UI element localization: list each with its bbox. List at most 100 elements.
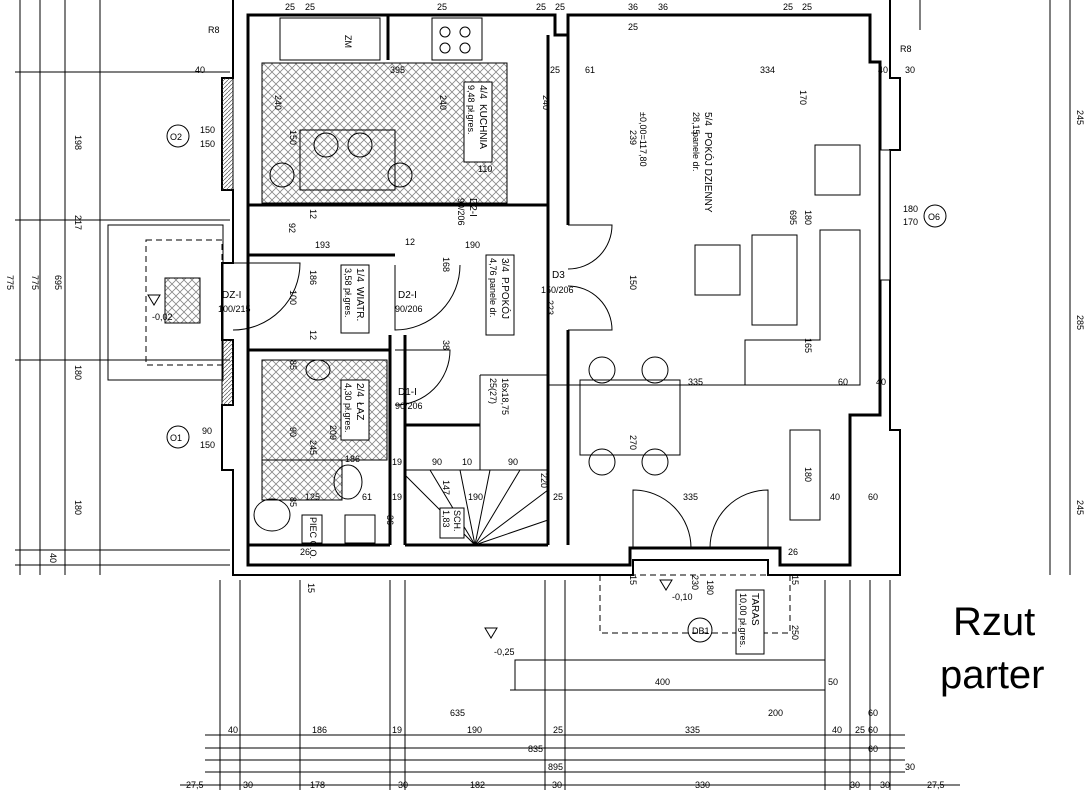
- door-swings: [232, 224, 769, 549]
- svg-text:895: 895: [548, 762, 563, 772]
- svg-text:-0,25: -0,25: [494, 647, 515, 657]
- dims-top: 25 25 25 25 25 36 25 36 25 25 R8 R8 40 3…: [195, 2, 915, 75]
- svg-text:180: 180: [73, 365, 83, 380]
- svg-text:O6: O6: [928, 212, 940, 222]
- stairs-label: 16x18,75 25(27): [488, 378, 510, 415]
- svg-text:150: 150: [200, 139, 215, 149]
- svg-text:40: 40: [876, 377, 886, 387]
- svg-text:330: 330: [695, 780, 710, 790]
- svg-text:40: 40: [830, 492, 840, 502]
- svg-text:4,30 pł.gres.: 4,30 pł.gres.: [343, 383, 353, 433]
- svg-text:90/206: 90/206: [395, 304, 423, 314]
- svg-text:25: 25: [550, 65, 560, 75]
- svg-text:36: 36: [385, 515, 395, 525]
- svg-text:220: 220: [539, 473, 549, 488]
- door-tag-db1: DB1: [687, 617, 713, 643]
- svg-text:36: 36: [658, 2, 668, 12]
- svg-text:PIEC C.O.: PIEC C.O.: [308, 517, 318, 559]
- stairs: [404, 469, 549, 546]
- dimension-lines: [15, 0, 1071, 790]
- door-tag-d3: D3 150/206: [541, 270, 574, 295]
- room-label-living: 5/4 POKÓJ DZIENNY 28,15 panele dr. ±0,00…: [638, 112, 715, 213]
- svg-text:180: 180: [803, 210, 813, 225]
- door-tag-d2-hall: D2-I 90/206: [395, 290, 423, 314]
- svg-text:10,00 pł.gres.: 10,00 pł.gres.: [738, 593, 748, 648]
- svg-text:60: 60: [868, 492, 878, 502]
- svg-text:180: 180: [73, 500, 83, 515]
- svg-text:695: 695: [788, 210, 798, 225]
- svg-text:±0,00=117,80: ±0,00=117,80: [638, 112, 648, 167]
- svg-text:-0,10: -0,10: [672, 592, 693, 602]
- window-tag-o1: O1 90 150: [166, 425, 215, 450]
- svg-text:90/206: 90/206: [395, 401, 423, 411]
- svg-text:40: 40: [195, 65, 205, 75]
- room-label-kitchen: 4/4 KUCHNIA 9,48 pł.gres.: [463, 81, 493, 163]
- svg-text:190: 190: [468, 492, 483, 502]
- svg-text:90: 90: [432, 457, 442, 467]
- svg-text:27,5: 27,5: [186, 780, 204, 790]
- svg-text:25: 25: [536, 2, 546, 12]
- svg-text:835: 835: [528, 744, 543, 754]
- fixture-label-piec: PIEC C.O.: [301, 514, 323, 559]
- svg-text:60: 60: [868, 708, 878, 718]
- svg-text:15: 15: [306, 583, 316, 593]
- svg-text:186: 186: [345, 454, 360, 464]
- svg-text:270: 270: [628, 435, 638, 450]
- svg-text:190: 190: [465, 240, 480, 250]
- door-tag-d1: D1-I 90/206: [395, 387, 423, 411]
- svg-text:240: 240: [438, 95, 448, 110]
- svg-text:DB1: DB1: [692, 626, 710, 636]
- svg-text:10: 10: [462, 457, 472, 467]
- svg-text:239: 239: [628, 130, 638, 145]
- svg-text:12: 12: [308, 209, 318, 219]
- svg-text:D2-I: D2-I: [398, 290, 417, 301]
- svg-text:245: 245: [1075, 500, 1085, 515]
- svg-text:12: 12: [405, 237, 415, 247]
- svg-text:150: 150: [628, 275, 638, 290]
- svg-text:16x18,75: 16x18,75: [500, 378, 510, 415]
- svg-text:15: 15: [628, 575, 638, 585]
- svg-text:240: 240: [541, 95, 551, 110]
- svg-text:19: 19: [392, 725, 402, 735]
- svg-text:198: 198: [73, 135, 83, 150]
- svg-text:186: 186: [308, 270, 318, 285]
- svg-text:4/4: 4/4: [477, 85, 488, 99]
- svg-text:168: 168: [441, 257, 451, 272]
- svg-text:178: 178: [310, 780, 325, 790]
- svg-text:9,48 pł.gres.: 9,48 pł.gres.: [466, 85, 476, 135]
- svg-text:61: 61: [362, 492, 372, 502]
- door-tag-d2-kitchen: D2-I 90/206: [456, 198, 478, 226]
- svg-text:217: 217: [73, 215, 83, 230]
- svg-text:60: 60: [868, 725, 878, 735]
- svg-text:R8: R8: [208, 25, 220, 35]
- svg-text:335: 335: [685, 725, 700, 735]
- level-mark-terrace: -0,10: [659, 579, 693, 602]
- svg-text:15: 15: [790, 575, 800, 585]
- svg-text:25: 25: [285, 2, 295, 12]
- svg-text:2/4: 2/4: [354, 383, 365, 397]
- svg-text:40: 40: [228, 725, 238, 735]
- bathroom-fixtures: [253, 359, 376, 544]
- svg-text:92: 92: [287, 223, 297, 233]
- svg-text:12: 12: [308, 330, 318, 340]
- svg-text:30: 30: [398, 780, 408, 790]
- svg-text:170: 170: [798, 90, 808, 105]
- svg-text:25: 25: [628, 22, 638, 32]
- svg-text:28,15: 28,15: [691, 112, 701, 135]
- svg-text:165: 165: [803, 338, 813, 353]
- level-mark-outside: -0,25: [484, 627, 515, 657]
- svg-text:170: 170: [903, 217, 918, 227]
- svg-text:4,76 panele dr.: 4,76 panele dr.: [488, 258, 498, 318]
- svg-text:ŁAZ: ŁAZ: [354, 402, 365, 420]
- svg-text:25(27): 25(27): [488, 378, 498, 404]
- svg-text:27,5: 27,5: [927, 780, 945, 790]
- kitchen-fixtures: [269, 17, 483, 191]
- living-room-furniture: [579, 144, 861, 521]
- svg-text:40: 40: [878, 65, 888, 75]
- svg-text:775: 775: [5, 275, 15, 290]
- plan-title-line2: parter: [940, 653, 1045, 697]
- svg-text:180: 180: [803, 467, 813, 482]
- door-tag-dz1: DZ-I 100/215: [218, 290, 251, 314]
- svg-text:D3: D3: [552, 270, 565, 281]
